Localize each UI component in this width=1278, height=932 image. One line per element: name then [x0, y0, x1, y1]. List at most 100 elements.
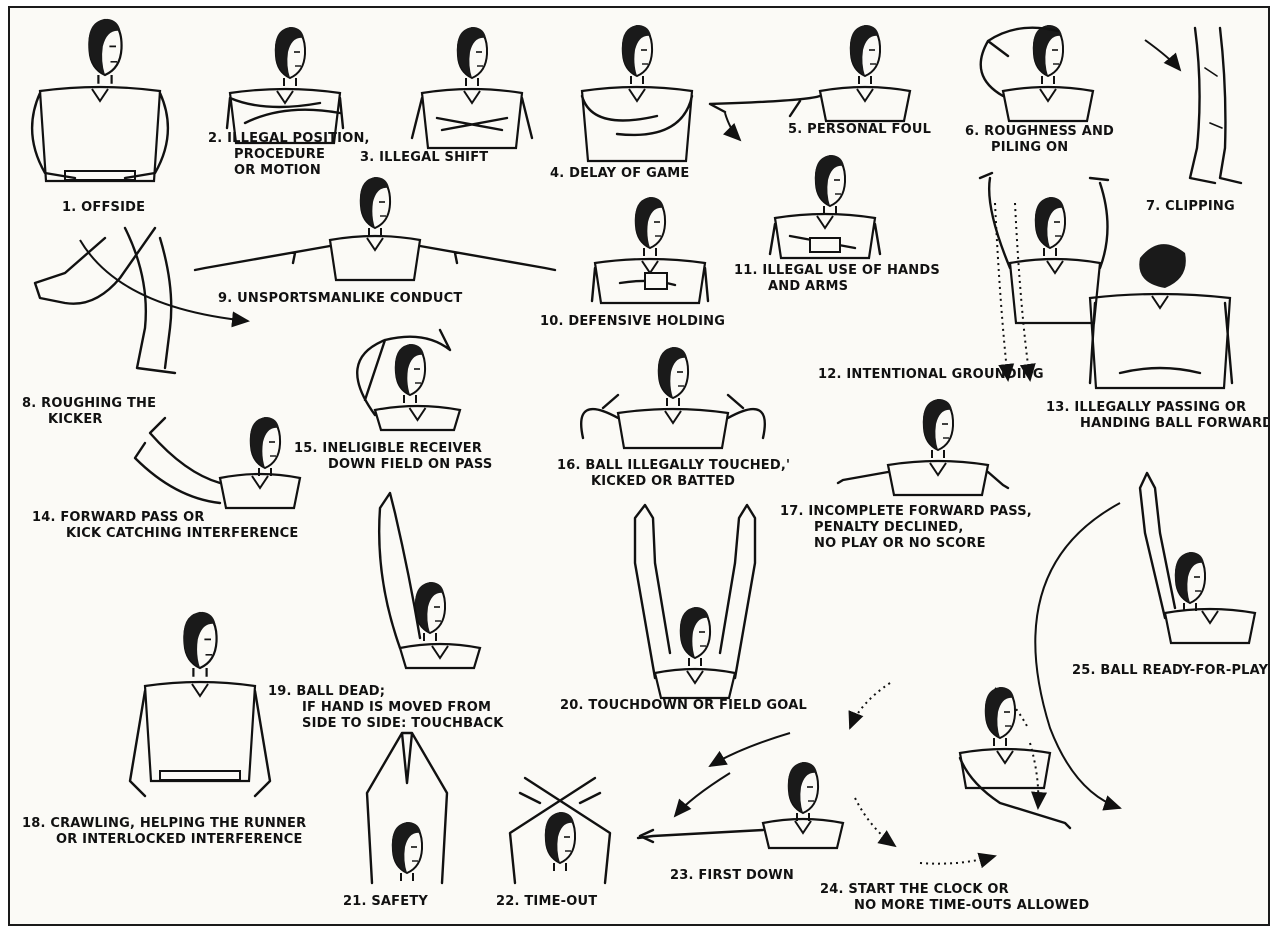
caption-line-first: 13. ILLEGALLY PASSING OR — [1046, 400, 1270, 416]
referee-sidearm-illustration — [700, 16, 910, 126]
signal-caption-clipping: 7. CLIPPING — [1146, 199, 1235, 215]
referee-raise1-illustration — [345, 488, 465, 668]
caption-line-first: 14. FORWARD PASS OR — [32, 510, 298, 526]
referee-onehand-illustration — [1105, 473, 1245, 648]
signal-caption-intentional-grounding: 12. INTENTIONAL GROUNDING — [818, 367, 1044, 383]
signal-figure-8 — [25, 208, 185, 388]
signal-figure-17 — [838, 390, 1008, 500]
referee-crawl-illustration — [120, 606, 280, 806]
caption-line: KICK CATCHING INTERFERENCE — [32, 526, 298, 542]
clock-arc-3 — [920, 856, 995, 864]
signal-figure-18 — [120, 606, 280, 806]
signal-figure-6 — [948, 16, 1108, 126]
caption-line-first: 3. ILLEGAL SHIFT — [360, 150, 488, 166]
caption-line-first: 20. TOUCHDOWN OR FIELD GOAL — [560, 698, 807, 714]
caption-line-first: 4. DELAY OF GAME — [550, 166, 689, 182]
signal-figure-10 — [575, 193, 725, 308]
caption-line-first: 5. PERSONAL FOUL — [788, 122, 931, 138]
signal-caption-first-down: 23. FIRST DOWN — [670, 868, 794, 884]
caption-line-first: 6. ROUGHNESS AND — [965, 124, 1114, 140]
signal-figure-14 — [125, 403, 305, 503]
signal-caption-roughness-and: 6. ROUGHNESS ANDPILING ON — [965, 124, 1114, 156]
signal-figure-22 — [505, 773, 615, 888]
referee-grip2-illustration — [760, 156, 890, 266]
signal-caption-illegally-passing-or: 13. ILLEGALLY PASSING ORHANDING BALL FOR… — [1046, 400, 1270, 432]
signal-figure-1 — [20, 13, 180, 198]
signal-figure-16 — [558, 343, 788, 453]
caption-line-first: 22. TIME-OUT — [496, 894, 597, 910]
caption-line: PENALTY DECLINED, — [780, 520, 1032, 536]
referee-tee-illustration — [190, 178, 560, 283]
caption-line-first: 24. START THE CLOCK OR — [820, 882, 1089, 898]
caption-line-first: 7. CLIPPING — [1146, 199, 1235, 215]
referee-legs-illustration — [1175, 18, 1245, 193]
referee-grip-illustration — [575, 193, 725, 308]
caption-line: NO PLAY OR NO SCORE — [780, 536, 1032, 552]
caption-line: KICKED OR BATTED — [557, 474, 790, 490]
signal-figure-23 — [638, 758, 848, 853]
referee-fold-illustration — [572, 16, 702, 166]
caption-line-first: 11. ILLEGAL USE OF HANDS — [734, 263, 940, 279]
referee-back-illustration — [1080, 233, 1240, 393]
caption-line: OR MOTION — [208, 163, 370, 179]
signal-caption-incomplete-forward-pass: 17. INCOMPLETE FORWARD PASS,PENALTY DECL… — [780, 504, 1032, 552]
referee-overhead-illustration — [948, 16, 1108, 126]
caption-line-first: 10. DEFENSIVE HOLDING — [540, 314, 725, 330]
signal-figure-15 — [320, 320, 470, 435]
clock-arc-2 — [855, 798, 895, 846]
signal-caption-illegal-use-of-hands: 11. ILLEGAL USE OF HANDSAND ARMS — [734, 263, 940, 295]
signal-caption-time-out: 22. TIME-OUT — [496, 894, 597, 910]
referee-onhead-illustration — [320, 320, 470, 435]
caption-line-first: 9. UNSPORTSMANLIKE CONDUCT — [218, 291, 462, 307]
signal-caption-personal-foul: 5. PERSONAL FOUL — [788, 122, 931, 138]
signal-caption-crawling-helping-the-runner: 18. CRAWLING, HELPING THE RUNNEROR INTER… — [22, 816, 306, 848]
referee-swing-illustration — [838, 390, 1008, 500]
signal-figure-13 — [1080, 233, 1240, 393]
caption-line: NO MORE TIME-OUTS ALLOWED — [820, 898, 1089, 914]
signal-figure-25 — [1105, 473, 1245, 648]
signal-figure-9 — [190, 178, 560, 283]
referee-raise2-illustration — [620, 503, 770, 703]
caption-line-first: 18. CRAWLING, HELPING THE RUNNER — [22, 816, 306, 832]
referee-roll-illustration — [210, 18, 360, 148]
caption-line-first: 16. BALL ILLEGALLY TOUCHED,' — [557, 458, 790, 474]
clock-arc-1 — [850, 683, 890, 728]
caption-line-first: 17. INCOMPLETE FORWARD PASS, — [780, 504, 1032, 520]
caption-line-first: 2. ILLEGAL POSITION, — [208, 131, 370, 147]
caption-line: HANDING BALL FORWARD — [1046, 416, 1270, 432]
caption-line: OR INTERLOCKED INTERFERENCE — [22, 832, 306, 848]
signal-figure-19 — [345, 488, 465, 668]
signal-figure-20 — [620, 503, 770, 703]
signal-figure-2 — [210, 18, 360, 148]
signal-caption-ball-illegally-touched: 16. BALL ILLEGALLY TOUCHED,'KICKED OR BA… — [557, 458, 790, 490]
caption-line-first: 25. BALL READY-FOR-PLAY — [1072, 663, 1268, 679]
caption-line-first: 19. BALL DEAD; — [268, 684, 504, 700]
signal-figure-5 — [700, 16, 910, 126]
referee-shift-illustration — [402, 18, 542, 153]
referee-kick-illustration — [25, 208, 185, 388]
caption-line: AND ARMS — [734, 279, 940, 295]
signal-caption-unsportsmanlike-conduct: 9. UNSPORTSMANLIKE CONDUCT — [218, 291, 462, 307]
caption-line-first: 23. FIRST DOWN — [670, 868, 794, 884]
referee-hips-illustration — [20, 13, 180, 198]
caption-line-first: 21. SAFETY — [343, 894, 428, 910]
caption-line: PROCEDURE — [208, 147, 370, 163]
signal-caption-illegal-shift: 3. ILLEGAL SHIFT — [360, 150, 488, 166]
signal-chart-sheet: 1. OFFSIDE 2. ILLEGAL POSITION,PROCEDURE… — [8, 6, 1270, 926]
referee-cross-illustration — [505, 773, 615, 888]
referee-pat-illustration — [558, 343, 788, 453]
signal-figure-7 — [1175, 18, 1245, 193]
caption-line: DOWN FIELD ON PASS — [294, 457, 492, 473]
signal-caption-ball-ready-for-play: 25. BALL READY-FOR-PLAY — [1072, 663, 1268, 679]
signal-caption-illegal-position: 2. ILLEGAL POSITION,PROCEDUREOR MOTION — [208, 131, 370, 179]
signal-figure-4 — [572, 16, 702, 166]
signal-figure-3 — [402, 18, 542, 153]
referee-point-illustration — [638, 758, 848, 853]
caption-line: IF HAND IS MOVED FROM — [268, 700, 504, 716]
signal-caption-start-the-clock-or: 24. START THE CLOCK ORNO MORE TIME-OUTS … — [820, 882, 1089, 914]
signal-figure-11 — [760, 156, 890, 266]
signal-caption-delay-of-game: 4. DELAY OF GAME — [550, 166, 689, 182]
caption-line-first: 15. INELIGIBLE RECEIVER — [294, 441, 492, 457]
signal-caption-forward-pass-or: 14. FORWARD PASS ORKICK CATCHING INTERFE… — [32, 510, 298, 542]
signal-caption-ineligible-receiver: 15. INELIGIBLE RECEIVERDOWN FIELD ON PAS… — [294, 441, 492, 473]
